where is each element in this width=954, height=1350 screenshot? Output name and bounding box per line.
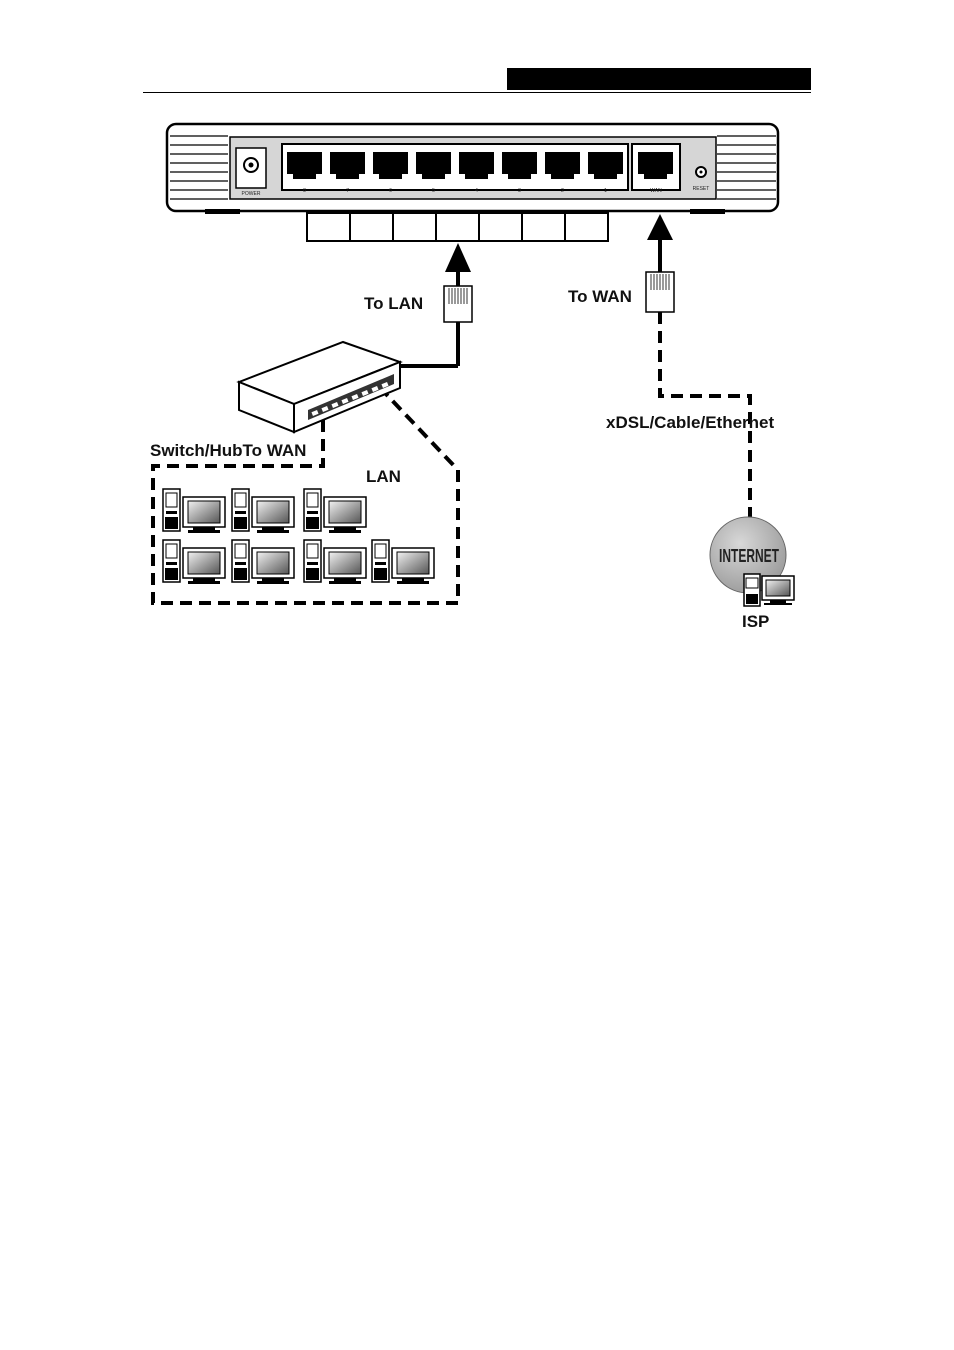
to-lan-label: To LAN — [364, 294, 423, 313]
lan-port-label: 1 — [604, 188, 607, 194]
router-icon: POWER 8 7 6 5 4 3 2 1 WAN RESET — [167, 124, 778, 214]
isp-label: ISP — [742, 612, 769, 631]
rj45-plug-icon — [646, 272, 674, 312]
computer-icon — [232, 540, 294, 584]
lan-port-label: 4 — [475, 188, 478, 194]
lan-label: LAN — [366, 467, 401, 486]
lan-port-label: 8 — [303, 188, 306, 194]
switch-hub-label: Switch/HubTo WAN — [150, 441, 306, 460]
wan-cable — [647, 214, 750, 520]
lan-port-label: 2 — [561, 188, 564, 194]
computer-icon — [163, 489, 225, 533]
reset-button-icon — [696, 167, 706, 177]
power-jack-icon — [236, 148, 266, 188]
to-wan-label: To WAN — [568, 287, 632, 306]
lan-port-label: 3 — [518, 188, 521, 194]
lan-port-label: 6 — [389, 188, 392, 194]
computer-icon — [372, 540, 434, 584]
rj45-plug-icon — [444, 286, 472, 322]
lan-port-label: 5 — [432, 188, 435, 194]
wan-port-label: WAN — [650, 188, 662, 194]
computer-icon — [304, 489, 366, 533]
power-label: POWER — [242, 191, 261, 197]
xdsl-label: xDSL/Cable/Ethernet — [606, 413, 774, 432]
reset-label: RESET — [693, 186, 710, 192]
lan-computers — [163, 489, 434, 584]
internet-label: INTERNET — [719, 546, 779, 566]
lan-port-label: 7 — [346, 188, 349, 194]
switch-icon — [239, 342, 400, 432]
lan-port-bracket — [307, 213, 608, 241]
computer-icon — [232, 489, 294, 533]
isp-computer-icon — [744, 574, 794, 606]
computer-icon — [304, 540, 366, 584]
arrow-up-icon — [445, 243, 471, 272]
arrow-up-icon — [647, 214, 673, 240]
computer-icon — [163, 540, 225, 584]
